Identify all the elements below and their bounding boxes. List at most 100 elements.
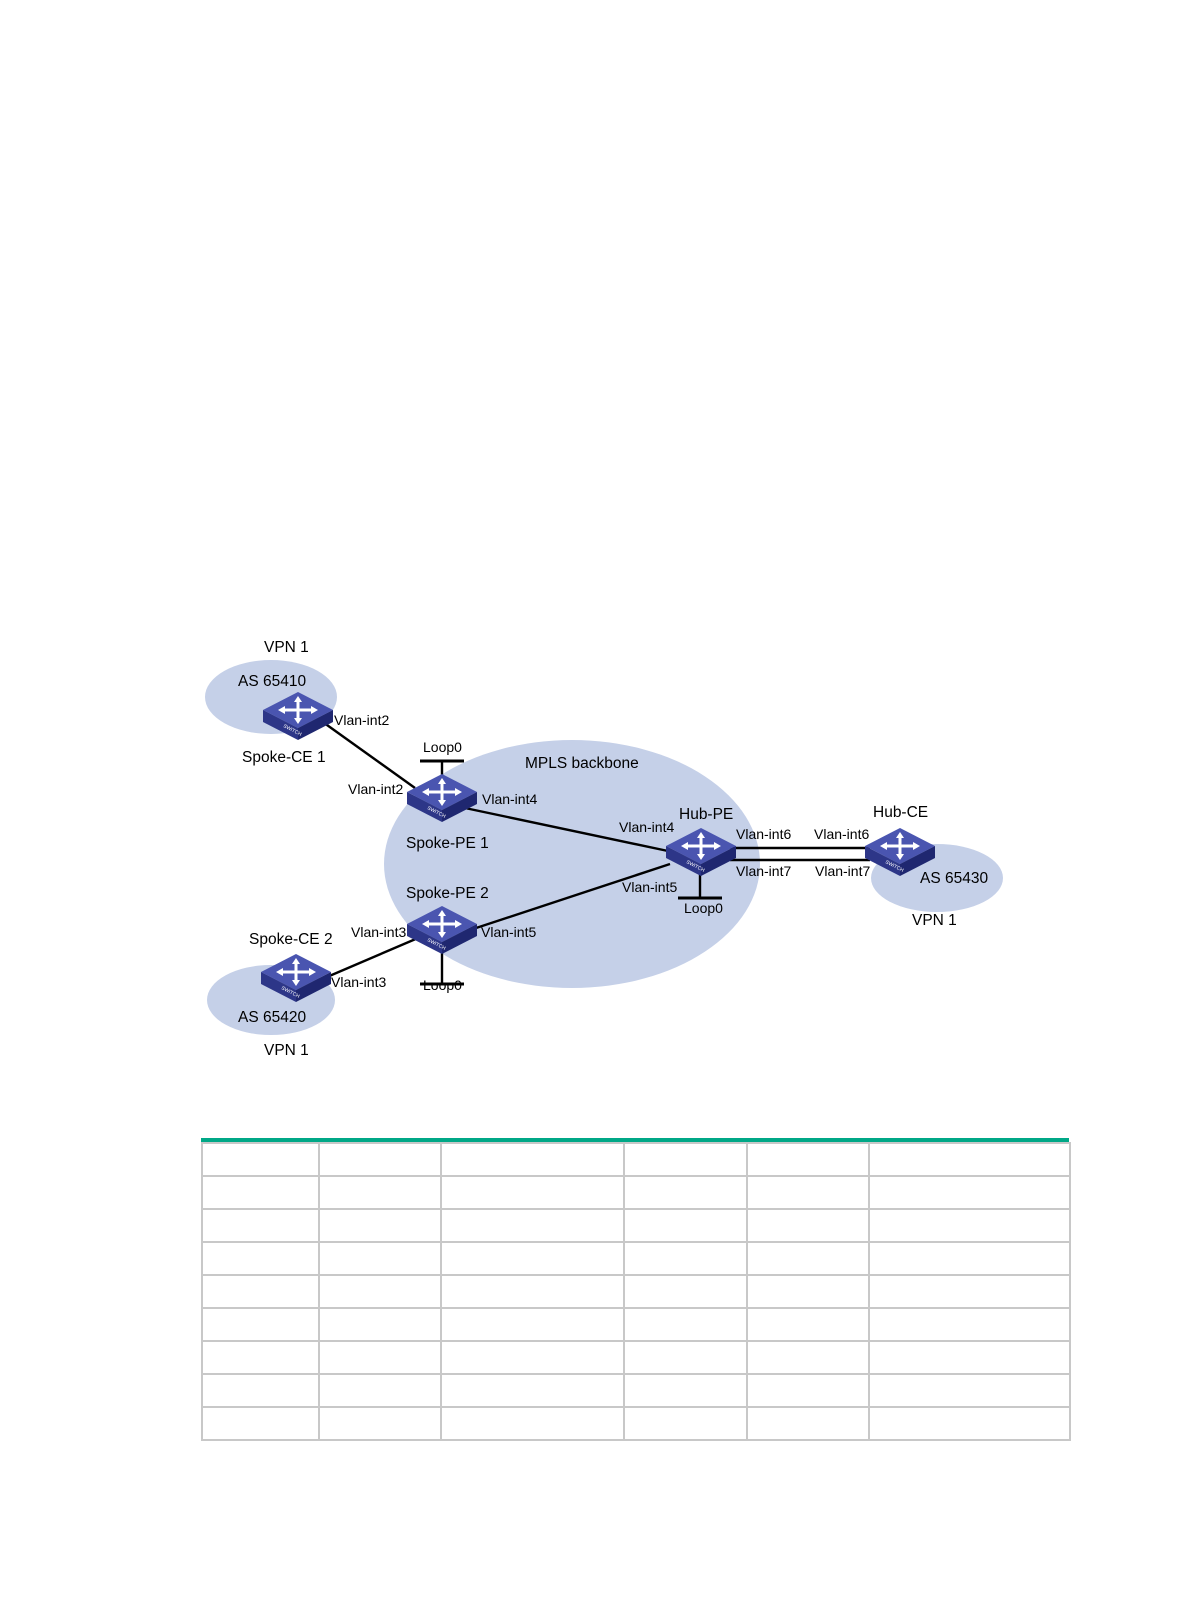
pe1-loop0-label: Loop0 (423, 739, 462, 755)
table-cell (623, 1274, 748, 1309)
links (319, 719, 870, 982)
table-cell (201, 1274, 320, 1309)
hubpe-vlan7-label: Vlan-int7 (736, 863, 791, 879)
site2-as-label: AS 65420 (238, 1009, 306, 1026)
table-cell (318, 1241, 442, 1276)
table-row (201, 1208, 1071, 1243)
table-cell (318, 1373, 442, 1408)
ce2-vlan3-label: Vlan-int3 (331, 974, 386, 990)
table-cell (623, 1175, 748, 1210)
hubpe-loop0-label: Loop0 (684, 900, 723, 916)
pe2-vlan5-label: Vlan-int5 (481, 924, 536, 940)
hubce-vlan7-label: Vlan-int7 (815, 863, 870, 879)
spoke-ce1-label: Spoke-CE 1 (242, 749, 326, 766)
table-row (201, 1175, 1071, 1210)
table-cell (201, 1307, 320, 1342)
table-cell (868, 1175, 1071, 1210)
table-row (201, 1406, 1071, 1441)
pe1-vlan4-label: Vlan-int4 (482, 791, 537, 807)
table-cell (868, 1307, 1071, 1342)
site1-as-label: AS 65410 (238, 673, 306, 690)
table-cell (318, 1175, 442, 1210)
table-cell (623, 1406, 748, 1441)
table-cell (623, 1340, 748, 1375)
interface-table (201, 1138, 1071, 1441)
table-cell (201, 1208, 320, 1243)
link-ce1-pe1 (319, 719, 416, 789)
table-cell (318, 1208, 442, 1243)
hub-pe-label: Hub-PE (679, 806, 733, 823)
table-cell (318, 1340, 442, 1375)
spoke-pe2-label: Spoke-PE 2 (406, 885, 489, 902)
table-cell (440, 1307, 625, 1342)
site1-vpn-label: VPN 1 (264, 639, 309, 656)
table-cell (201, 1142, 320, 1177)
table-cell (868, 1340, 1071, 1375)
site2-vpn-label: VPN 1 (264, 1042, 309, 1059)
table-row (201, 1340, 1071, 1375)
table-accent-bar (201, 1138, 1069, 1142)
table-cell (623, 1373, 748, 1408)
table-cell (623, 1241, 748, 1276)
table-cell (746, 1307, 870, 1342)
table-cell (318, 1274, 442, 1309)
table-cell (746, 1340, 870, 1375)
table-cell (201, 1175, 320, 1210)
ce1-vlan2-label: Vlan-int2 (334, 712, 389, 728)
table-cell (746, 1142, 870, 1177)
table-cell (746, 1373, 870, 1408)
table-row (201, 1274, 1071, 1309)
hubce-vlan6-label: Vlan-int6 (814, 826, 869, 842)
table-cell (868, 1406, 1071, 1441)
mpls-backbone-label: MPLS backbone (525, 755, 639, 772)
table-row (201, 1373, 1071, 1408)
site3-vpn-label: VPN 1 (912, 912, 957, 929)
table-cell (746, 1175, 870, 1210)
hubpe-vlan4-label: Vlan-int4 (619, 819, 674, 835)
link-pe2-hubpe (469, 862, 671, 932)
table-cell (623, 1142, 748, 1177)
table-cell (868, 1241, 1071, 1276)
table-cell (623, 1208, 748, 1243)
table-cell (868, 1142, 1071, 1177)
spoke-ce2-label: Spoke-CE 2 (249, 931, 333, 948)
interface-address-table (201, 1142, 1071, 1441)
table-cell (318, 1142, 442, 1177)
pe1-vlan2-label: Vlan-int2 (348, 781, 403, 797)
table-cell (623, 1307, 748, 1342)
table-cell (868, 1274, 1071, 1309)
network-topology-diagram: SWITCH VPN 1 AS 65410 Vlan-int2 Spoke-CE… (205, 639, 1003, 1059)
table-cell (440, 1175, 625, 1210)
table-cell (318, 1406, 442, 1441)
table-cell (746, 1241, 870, 1276)
hubpe-vlan6-label: Vlan-int6 (736, 826, 791, 842)
table-cell (440, 1274, 625, 1309)
hub-ce-label: Hub-CE (873, 804, 928, 821)
table-cell (440, 1406, 625, 1441)
table-cell (440, 1373, 625, 1408)
table-cell (868, 1208, 1071, 1243)
table-cell (440, 1241, 625, 1276)
pe2-vlan3-label: Vlan-int3 (351, 924, 406, 940)
table-row (201, 1307, 1071, 1342)
table-row (201, 1241, 1071, 1276)
table-cell (746, 1274, 870, 1309)
table-cell (201, 1406, 320, 1441)
table-cell (201, 1241, 320, 1276)
table-cell (440, 1208, 625, 1243)
table-cell (746, 1406, 870, 1441)
table-cell (318, 1307, 442, 1342)
site3-as-label: AS 65430 (920, 870, 988, 887)
table-cell (440, 1340, 625, 1375)
hubpe-vlan5-label: Vlan-int5 (622, 879, 677, 895)
spoke-pe1-label: Spoke-PE 1 (406, 835, 489, 852)
link-ce2-pe2 (319, 936, 419, 982)
pe2-loop0-label: Loop0 (423, 977, 462, 993)
table-cell (201, 1340, 320, 1375)
table-cell (746, 1208, 870, 1243)
link-pe1-hubpe (464, 806, 669, 853)
table-cell (868, 1373, 1071, 1408)
table-cell (201, 1373, 320, 1408)
table-cell (440, 1142, 625, 1177)
table-row (201, 1142, 1071, 1177)
